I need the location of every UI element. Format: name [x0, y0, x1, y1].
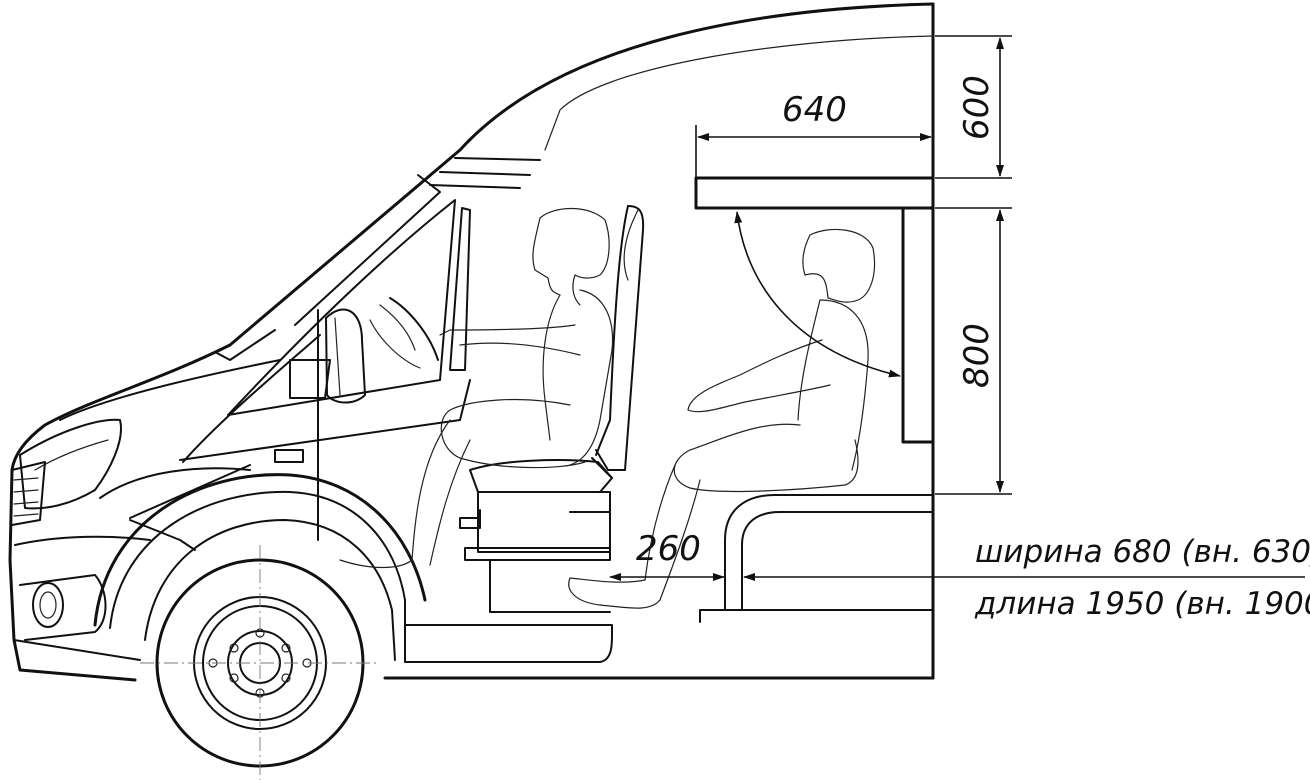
front-wheel	[140, 545, 380, 780]
driver-figure	[339, 207, 614, 569]
dimension-600: 600	[935, 35, 1012, 179]
driver-seat	[459, 205, 645, 613]
cab-body-outline	[8, 2, 935, 682]
dim-label-640: 640	[782, 90, 847, 130]
front-fascia	[11, 359, 281, 661]
length-note: длина 1950 (вн. 1900)	[974, 586, 1310, 622]
dim-label-800: 800	[957, 323, 997, 388]
dimension-640: 640	[695, 90, 932, 200]
dim-label-600: 600	[957, 75, 997, 140]
wheel-arch	[93, 473, 427, 663]
passenger-figure	[568, 228, 876, 609]
bunk-platform	[694, 176, 935, 623]
reach-arc	[734, 211, 901, 378]
dimension-260: 260	[609, 529, 1305, 581]
dim-label-260: 260	[636, 529, 701, 569]
dimension-800: 800	[935, 207, 1012, 495]
width-note: ширина 680 (вн. 630)	[975, 534, 1310, 570]
door-and-window	[179, 199, 471, 541]
